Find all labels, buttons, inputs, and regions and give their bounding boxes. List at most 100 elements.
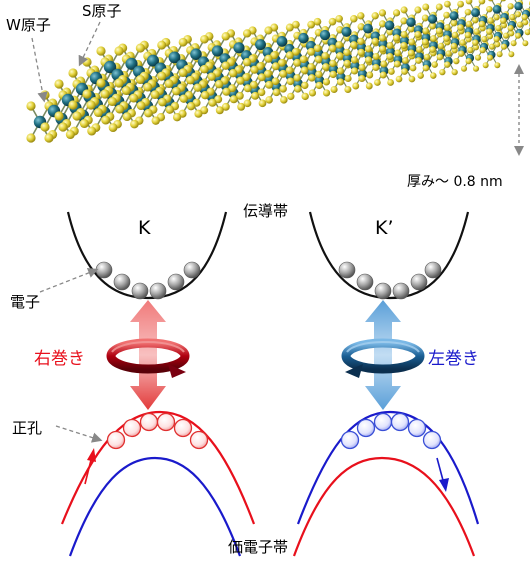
s-atom <box>464 31 472 39</box>
s-atom <box>54 79 64 89</box>
s-atom <box>508 30 515 37</box>
s-atom <box>357 37 365 46</box>
w-atom <box>514 1 523 11</box>
s-atom <box>293 74 301 82</box>
s-atom <box>54 111 64 121</box>
s-atom <box>395 75 403 83</box>
s-atom <box>372 52 380 60</box>
s-atom <box>472 16 479 24</box>
electron <box>149 282 167 300</box>
s-atom <box>344 74 352 82</box>
s-atom <box>388 68 395 75</box>
s-atom <box>437 42 445 50</box>
s-atom <box>328 17 337 26</box>
s-atom <box>472 65 480 72</box>
valence-band-label: 価電子帯 <box>228 538 288 556</box>
electron <box>183 261 201 279</box>
s-atom <box>486 54 494 61</box>
s-atom <box>430 35 437 42</box>
s-atom <box>371 37 379 46</box>
s-atom <box>313 17 322 26</box>
hole <box>139 412 159 432</box>
s-atom <box>408 75 416 83</box>
s-atom <box>301 81 309 90</box>
w-atom <box>492 5 502 14</box>
s-atom <box>524 29 530 36</box>
s-atom <box>79 119 89 129</box>
s-atom <box>336 67 345 75</box>
s-atom <box>502 32 510 39</box>
s-atom <box>68 100 78 110</box>
s-atom <box>114 78 124 88</box>
hole <box>189 430 209 450</box>
s-atom <box>379 71 387 79</box>
s-atom <box>143 82 153 92</box>
w-atom <box>305 40 317 52</box>
s-atom <box>26 101 36 111</box>
s-atom <box>451 31 459 39</box>
right-handed-label: 右巻き <box>34 349 85 369</box>
s-atom <box>500 0 506 2</box>
s-atom <box>68 68 78 78</box>
s-atom <box>407 25 415 33</box>
s-atom <box>263 69 272 78</box>
s-atom <box>135 43 145 53</box>
s-atom <box>429 46 436 53</box>
s-atom <box>330 85 338 93</box>
s-atom <box>486 5 493 13</box>
hole <box>373 412 393 432</box>
s-atom <box>108 123 118 132</box>
s-atom <box>478 20 486 28</box>
s-atom <box>329 70 337 79</box>
conduction-band-k <box>66 211 228 300</box>
w-atom <box>427 14 438 24</box>
s-atom <box>414 30 422 38</box>
s-atom <box>242 58 252 67</box>
s-atom <box>280 96 288 104</box>
s-atom <box>237 102 246 111</box>
s-atom <box>521 13 528 21</box>
s-atom <box>243 99 252 108</box>
thickness-label: 厚み～ 0.8 nm <box>407 174 503 190</box>
s-atom <box>271 77 280 86</box>
s-atom <box>496 51 503 58</box>
s-atom <box>122 112 132 121</box>
s-atom <box>336 78 345 86</box>
w-atom <box>471 8 480 18</box>
s-atom <box>44 133 54 143</box>
s-atom <box>478 0 486 5</box>
s-atom <box>151 116 160 125</box>
w-atom <box>276 36 288 47</box>
s-atom <box>135 75 145 85</box>
s-atom <box>291 20 300 29</box>
s-atom <box>392 34 401 42</box>
s-atom <box>350 56 359 64</box>
s-atom <box>453 57 460 65</box>
s-atom <box>100 89 110 99</box>
s-atom <box>422 27 430 35</box>
w-atom <box>103 60 117 74</box>
s-atom <box>430 72 437 79</box>
s-atom <box>450 42 458 50</box>
s-atom <box>144 108 153 118</box>
s-atom <box>207 72 216 81</box>
electron-pointer <box>39 268 99 293</box>
s-atom <box>82 57 92 67</box>
w-atom <box>168 51 181 64</box>
hole <box>156 412 176 432</box>
s-atom <box>378 34 387 42</box>
s-atom <box>321 52 329 60</box>
s-atom <box>277 58 286 67</box>
electron <box>338 261 356 279</box>
hole <box>106 430 126 450</box>
s-atom <box>487 17 494 24</box>
s-atom <box>429 22 436 30</box>
w-atom <box>449 11 459 21</box>
hole <box>173 418 193 438</box>
w-atom <box>125 57 138 70</box>
s-atom <box>378 45 387 53</box>
s-atom <box>366 71 374 79</box>
s-atom <box>186 75 195 85</box>
s-atom <box>308 89 317 97</box>
s-atom <box>350 67 359 75</box>
